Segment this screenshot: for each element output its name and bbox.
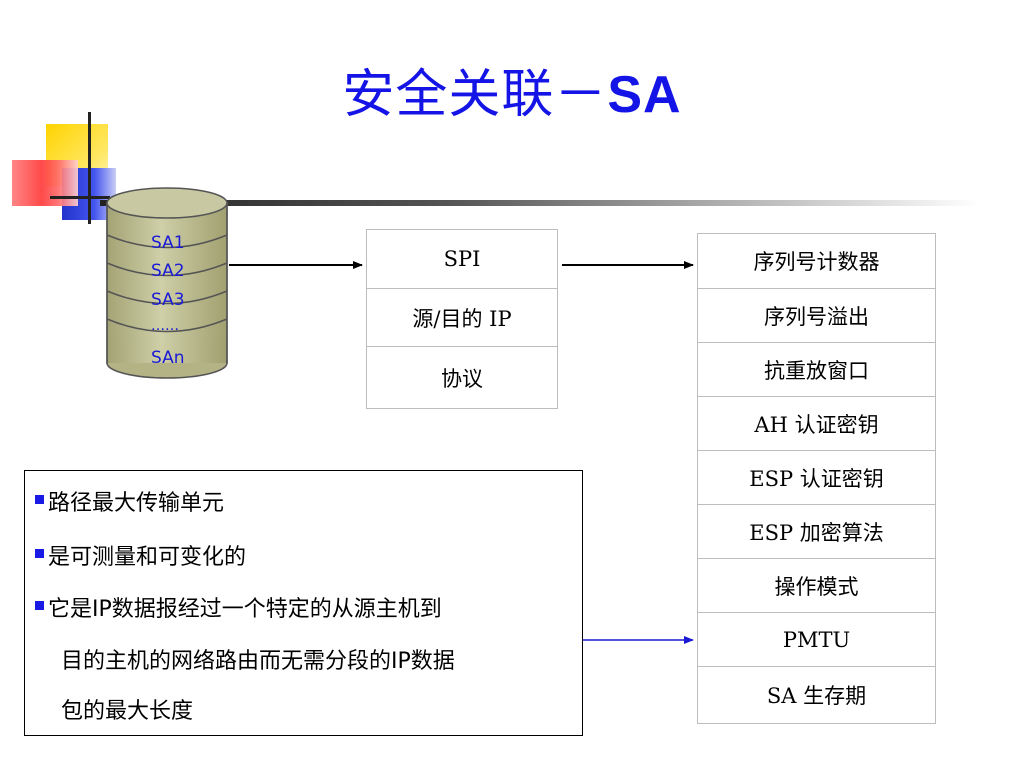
info-text-5: 包的最大长度 [61,699,194,724]
bullet-icon [35,601,44,610]
sa-param-ah-auth-key: AH 认证密钥 [698,396,935,451]
info-text-4: 目的主机的网络路由而无需分段的IP数据 [61,649,455,674]
info-line-3: 它是IP数据报经过一个特定的从源主机到 [35,591,442,623]
sa-field-protocol: 协议 [367,346,557,408]
page-title: 安全关联－SA [0,52,1024,127]
info-text-3: 它是IP数据报经过一个特定的从源主机到 [48,597,442,622]
sa-param-antireplay-window: 抗重放窗口 [698,342,935,397]
info-line-2: 是可测量和可变化的 [35,539,246,571]
bullet-icon [35,495,44,504]
db-item-sa2: SA2 [151,261,185,281]
sa-field-ip: 源/目的 IP [367,288,557,347]
info-line-4: 目的主机的网络路由而无需分段的IP数据 [61,643,455,675]
sa-param-pmtu: PMTU [698,612,935,667]
title-en: SA [607,66,682,124]
sa-fields-table: SPI 源/目的 IP 协议 [366,229,558,409]
db-item-san: SAn [151,348,185,368]
sa-param-lifetime: SA 生存期 [698,666,935,723]
sa-database-cylinder [106,187,228,379]
bullet-icon [35,549,44,558]
deco-vertical-line [88,112,91,224]
deco-horizontal-stub [50,196,110,199]
sa-param-seq-counter: 序列号计数器 [753,250,880,274]
pmtu-info-box: 路径最大传输单元 是可测量和可变化的 它是IP数据报经过一个特定的从源主机到 目… [24,470,583,736]
db-item-sa1: SA1 [151,233,185,253]
info-line-1: 路径最大传输单元 [35,485,224,517]
info-text-1: 路径最大传输单元 [48,491,225,516]
sa-field-spi: SPI [443,247,481,271]
info-line-5: 包的最大长度 [61,693,193,725]
title-cn: 安全关联－ [342,65,608,125]
db-item-ellipsis: …… [151,318,179,334]
sa-param-esp-auth-key: ESP 认证密钥 [698,450,935,505]
sa-params-table: 序列号计数器 序列号溢出 抗重放窗口 AH 认证密钥 ESP 认证密钥 ESP … [697,233,936,724]
sa-param-mode: 操作模式 [698,558,935,613]
divider-line [100,200,980,206]
info-text-2: 是可测量和可变化的 [48,545,247,570]
sa-param-seq-overflow: 序列号溢出 [698,288,935,343]
sa-param-esp-cipher: ESP 加密算法 [698,504,935,559]
db-item-sa3: SA3 [151,290,185,310]
